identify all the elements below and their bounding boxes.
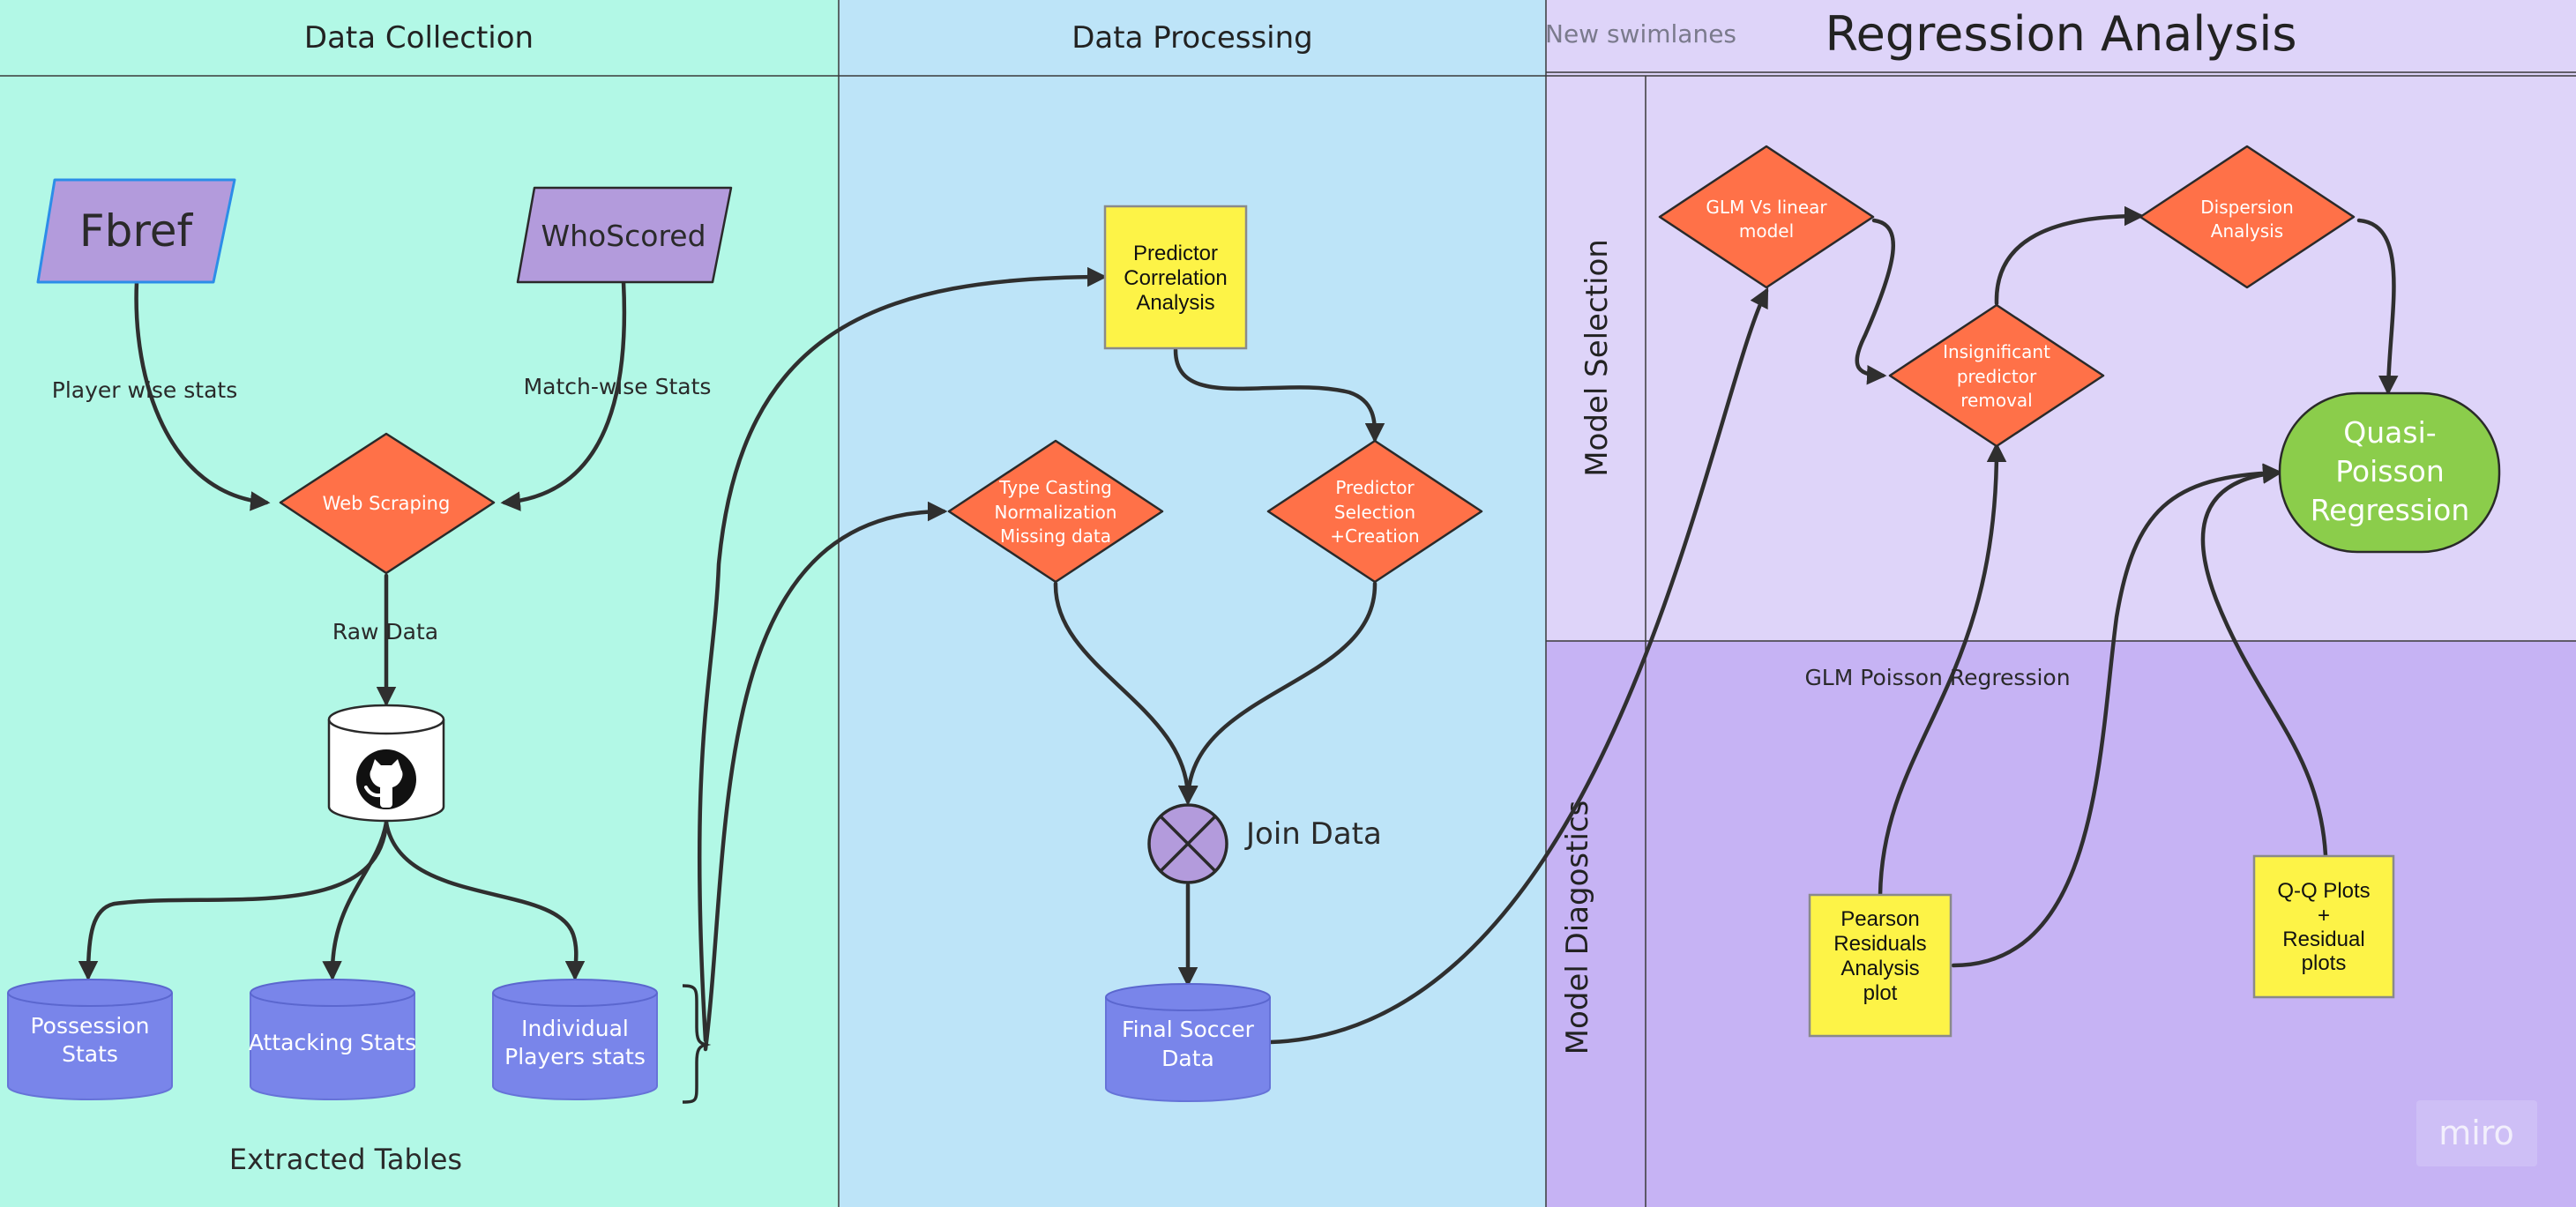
lane-model-diagnostics[interactable] [1546, 641, 2576, 1207]
sticky-qq-line-3: Residual [2282, 928, 2364, 951]
edge-final-to-glm[interactable] [1267, 287, 1769, 1045]
edge-glm-to-insignificant[interactable] [1855, 218, 1895, 385]
decision-insignificant-line-2: predictor [1957, 366, 2037, 387]
label-raw-data: Raw Data [332, 619, 438, 644]
connectors [78, 205, 2399, 1052]
decision-type-casting-line-3: Missing data [1000, 525, 1111, 547]
sticky-qq-line-1: Q-Q Plots [2277, 879, 2370, 903]
decision-glm-vs-linear-line-2: model [1739, 220, 1794, 242]
edge-pearson-to-insignificant[interactable] [1878, 442, 2007, 898]
edge-selection-to-join[interactable] [1177, 581, 1378, 806]
terminal-quasi-poisson[interactable]: Quasi- Poisson Regression [2278, 391, 2501, 554]
terminal-line-2: Poisson [2335, 454, 2445, 488]
terminal-line-1: Quasi- [2343, 415, 2436, 450]
source-whoscored-label: WhoScored [541, 219, 706, 253]
edge-tables-to-correlation[interactable] [697, 266, 1108, 1043]
terminal-line-3: Regression [2311, 493, 2470, 527]
source-fbref[interactable]: Fbref [36, 178, 236, 284]
db-final-soccer-data[interactable]: Final Soccer Data [1105, 983, 1271, 1102]
tables-brace [682, 984, 712, 1104]
miro-logo-text: miro [2438, 1114, 2514, 1152]
decision-glm-vs-linear-line-1: GLM Vs linear [1706, 197, 1827, 218]
new-swimlanes-label[interactable]: New swimlanes [1545, 19, 1736, 48]
edge-github-to-attacking[interactable] [322, 820, 389, 981]
edge-pearson-to-quasi[interactable] [1951, 463, 2283, 968]
edge-github-to-individual[interactable] [384, 820, 586, 981]
decision-insignificant-line-1: Insignificant [1943, 341, 2050, 362]
edge-correlation-to-selection[interactable] [1173, 347, 1385, 443]
db-possession-stats[interactable]: Possession Stats [7, 979, 173, 1100]
label-glm-poisson-regression: GLM Poisson Regression [1804, 665, 2070, 690]
sticky-pearson-line-1: Pearson [1841, 907, 1919, 931]
edge-qq-to-quasi[interactable] [2200, 464, 2328, 858]
edge-fbref-to-scraping[interactable] [134, 279, 271, 511]
row-title-model-selection: Model Selection [1579, 239, 1615, 477]
decision-web-scraping[interactable]: Web Scraping [279, 432, 496, 575]
decision-insignificant-removal[interactable]: Insignificant predictor removal [1888, 303, 2105, 448]
lane-title-regression: Regression Analysis [1825, 6, 2296, 62]
sticky-correlation-line-2: Correlation [1124, 266, 1227, 290]
db-final-line-2: Data [1161, 1046, 1214, 1071]
db-final-line-1: Final Soccer [1122, 1017, 1255, 1042]
row-title-model-diagnostics: Model Diagostics [1560, 801, 1595, 1055]
lane-title-processing: Data Processing [1071, 20, 1313, 56]
db-attacking-line-1: Attacking Stats [249, 1030, 416, 1055]
sticky-correlation-line-1: Predictor [1133, 242, 1218, 265]
decision-dispersion-line-1: Dispersion [2200, 197, 2294, 218]
decision-type-casting-line-2: Normalization [995, 502, 1117, 523]
decision-insignificant-line-3: removal [1960, 390, 2032, 411]
db-possession-line-2: Stats [62, 1041, 118, 1067]
decision-glm-vs-linear[interactable]: GLM Vs linear model [1658, 145, 1875, 289]
db-individual-players-stats[interactable]: Individual Players stats [492, 979, 658, 1100]
decision-type-casting[interactable]: Type Casting Normalization Missing data [947, 439, 1164, 584]
edge-typecasting-to-join[interactable] [1053, 581, 1198, 806]
db-individual-line-1: Individual [521, 1016, 629, 1041]
source-whoscored[interactable]: WhoScored [516, 186, 733, 284]
db-individual-line-2: Players stats [504, 1044, 646, 1069]
label-match-wise-stats: Match-wise Stats [524, 374, 712, 399]
sticky-qq-line-4: plots [2302, 951, 2347, 975]
join-data-label: Join Data [1244, 816, 1382, 852]
decision-dispersion-analysis[interactable]: Dispersion Analysis [2139, 145, 2356, 289]
decision-predictor-selection[interactable]: Predictor Selection +Creation [1266, 439, 1483, 584]
edge-whoscored-to-scraping[interactable] [500, 279, 627, 511]
sticky-pearson-line-3: Analysis [1841, 957, 1919, 980]
decision-dispersion-line-2: Analysis [2211, 220, 2283, 242]
decision-type-casting-line-1: Type Casting [998, 477, 1112, 498]
github-repository[interactable] [327, 704, 445, 823]
sticky-pearson-line-4: plot [1863, 981, 1898, 1005]
miro-watermark: miro [2416, 1100, 2537, 1166]
sticky-predictor-correlation[interactable]: Predictor Correlation Analysis [1103, 205, 1248, 350]
sticky-qq-plots[interactable]: Q-Q Plots + Residual plots [2252, 854, 2395, 999]
sticky-pearson-residuals[interactable]: Pearson Residuals Analysis plot [1808, 893, 1953, 1038]
label-player-wise-stats: Player wise stats [52, 377, 237, 403]
decision-web-scraping-label: Web Scraping [323, 493, 451, 514]
decision-predictor-selection-line-1: Predictor [1335, 477, 1415, 498]
edge-tables-to-typecasting[interactable] [703, 501, 948, 1052]
sticky-correlation-line-3: Analysis [1136, 291, 1214, 315]
edge-dispersion-to-quasi[interactable] [2356, 218, 2399, 396]
sticky-pearson-line-2: Residuals [1833, 932, 1926, 956]
edge-insignificant-to-dispersion[interactable] [1994, 205, 2145, 306]
db-attacking-stats[interactable]: Attacking Stats [249, 979, 416, 1100]
extracted-tables-caption: Extracted Tables [229, 1143, 462, 1176]
lane-title-collection: Data Collection [304, 20, 534, 56]
sticky-qq-line-2: + [2318, 904, 2330, 928]
decision-predictor-selection-line-3: +Creation [1330, 525, 1419, 547]
db-possession-line-1: Possession [30, 1013, 149, 1039]
decision-predictor-selection-line-2: Selection [1334, 502, 1415, 523]
github-icon [356, 749, 416, 809]
join-data-node[interactable] [1147, 803, 1228, 884]
source-fbref-label: Fbref [79, 205, 194, 257]
edge-github-to-possession[interactable] [78, 820, 389, 981]
